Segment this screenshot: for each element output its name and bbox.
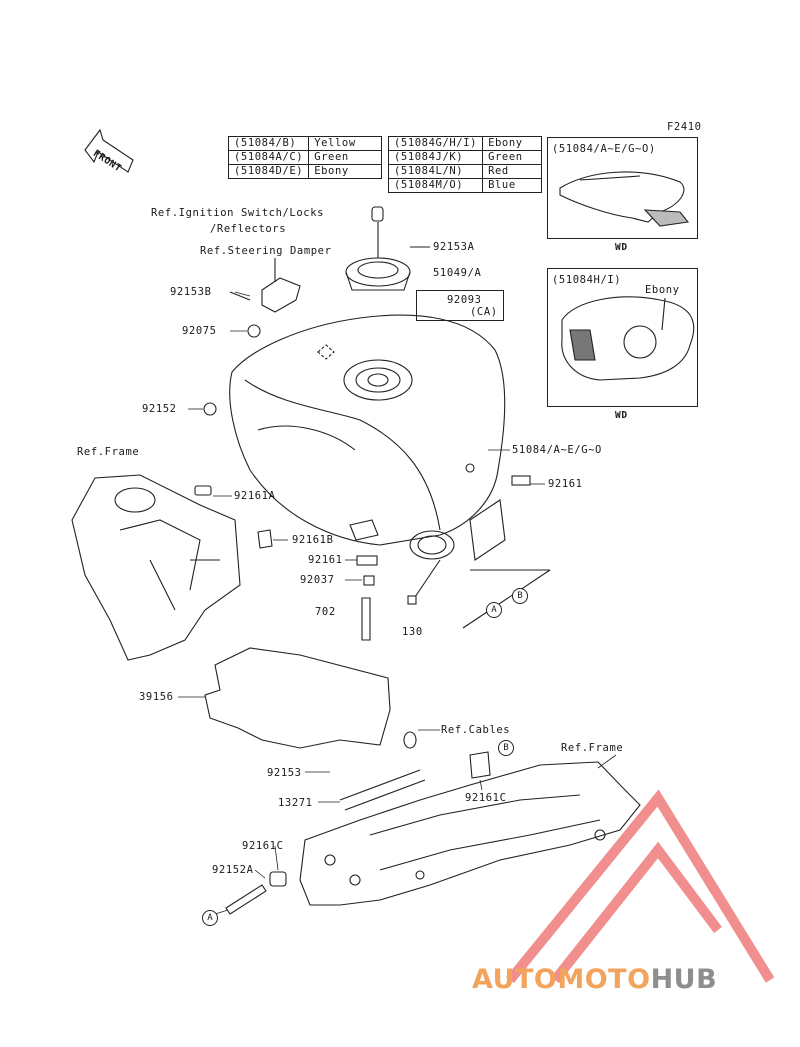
color-name: Ebony	[308, 164, 383, 179]
color-table-left: (51084/B) Yellow (51084A/C) Green (51084…	[227, 136, 383, 179]
ref-ignition-label: Ref.Ignition Switch/Locks	[151, 207, 325, 219]
leader-lines	[178, 291, 617, 916]
table-row: (51084D/E) Ebony	[227, 164, 383, 179]
color-table-right: (51084G/H/I) Ebony (51084J/K) Green (510…	[387, 136, 543, 193]
watermark-logo-text: AUTOMOTOHUB	[472, 964, 717, 995]
rear-frame-drawing	[225, 731, 641, 915]
small-parts-drawing	[194, 475, 551, 641]
part-92161-mid: 92161	[308, 554, 343, 566]
color-code: (51084M/O)	[387, 178, 484, 193]
ref-circle-a-lower: A	[202, 910, 218, 926]
color-name: Green	[482, 150, 543, 165]
table-row: (51084J/K) Green	[387, 150, 543, 165]
table-row: (51084/B) Yellow	[227, 136, 383, 151]
part-39156: 39156	[139, 691, 174, 703]
ref-ignition-label-2: /Reflectors	[210, 223, 287, 235]
color-code: (51084A/C)	[227, 150, 310, 165]
inset-bottom-caption: WD	[615, 410, 628, 421]
filler-cap-ring-drawing	[345, 206, 430, 291]
color-name: Ebony	[482, 136, 543, 151]
part-92093-box	[416, 290, 504, 321]
color-code: (51084D/E)	[227, 164, 310, 179]
ref-steering-label: Ref.Steering Damper	[200, 245, 332, 257]
part-92152A: 92152A	[212, 864, 254, 876]
inset-bottom-tank-drawing	[561, 296, 695, 381]
part-92093: 92093	[447, 294, 482, 306]
part-92161: 92161	[548, 478, 583, 490]
color-name: Red	[482, 164, 543, 179]
color-code: (51084L/N)	[387, 164, 484, 179]
mat-39156-drawing	[204, 647, 391, 749]
part-92152: 92152	[142, 403, 177, 415]
part-130: 130	[402, 626, 423, 638]
inset-top-caption: WD	[615, 242, 628, 253]
ref-frame-right-label: Ref.Frame	[561, 742, 624, 754]
part-92161A: 92161A	[234, 490, 276, 502]
ref-circle-a: A	[486, 602, 502, 618]
inset-bottom-title: (51084H/I)	[552, 274, 622, 286]
part-92161C-right: 92161C	[465, 792, 507, 804]
table-row: (51084M/O) Blue	[387, 178, 543, 193]
part-92161B: 92161B	[292, 534, 334, 546]
color-name: Blue	[482, 178, 543, 193]
fuel-tank-drawing	[229, 314, 506, 561]
color-code: (51084G/H/I)	[387, 136, 484, 151]
color-name: Green	[308, 150, 383, 165]
inset-top-tank-drawing	[559, 171, 690, 227]
part-92161C-left: 92161C	[242, 840, 284, 852]
part-92153: 92153	[267, 767, 302, 779]
ref-frame-left-label: Ref.Frame	[77, 446, 140, 458]
watermark-part2: HUB	[650, 964, 718, 995]
part-702: 702	[315, 606, 336, 618]
part-92093-ca: (CA)	[470, 306, 498, 318]
table-row: (51084G/H/I) Ebony	[387, 136, 543, 151]
part-13271: 13271	[278, 797, 313, 809]
ref-circle-b: B	[512, 588, 528, 604]
watermark-part1: AUTOMOTO	[472, 964, 651, 995]
left-frame-drawing	[71, 474, 241, 661]
front-arrow-icon	[84, 128, 134, 173]
part-92075: 92075	[182, 325, 217, 337]
watermark-triangle-icon	[506, 789, 775, 984]
part-92037: 92037	[300, 574, 335, 586]
part-51049A: 51049/A	[433, 267, 482, 279]
color-code: (51084/B)	[227, 136, 310, 151]
inset-top-box	[547, 137, 698, 239]
ref-circle-b-lower: B	[498, 740, 514, 756]
color-code: (51084J/K)	[387, 150, 484, 165]
table-row: (51084A/C) Green	[227, 150, 383, 165]
part-92153A: 92153A	[433, 241, 475, 253]
inset-top-title: (51084/A~E/G~O)	[552, 143, 656, 155]
color-name: Yellow	[308, 136, 383, 151]
ref-cables-label: Ref.Cables	[441, 724, 511, 736]
inset-bottom-note: Ebony	[645, 284, 680, 296]
part-92153B: 92153B	[170, 286, 212, 298]
part-51084: 51084/A~E/G~O	[512, 444, 602, 456]
table-row: (51084L/N) Red	[387, 164, 543, 179]
steering-damper-bracket-drawing	[203, 258, 301, 416]
inset-bottom-box	[547, 268, 698, 407]
figure-code: F2410	[667, 121, 702, 133]
